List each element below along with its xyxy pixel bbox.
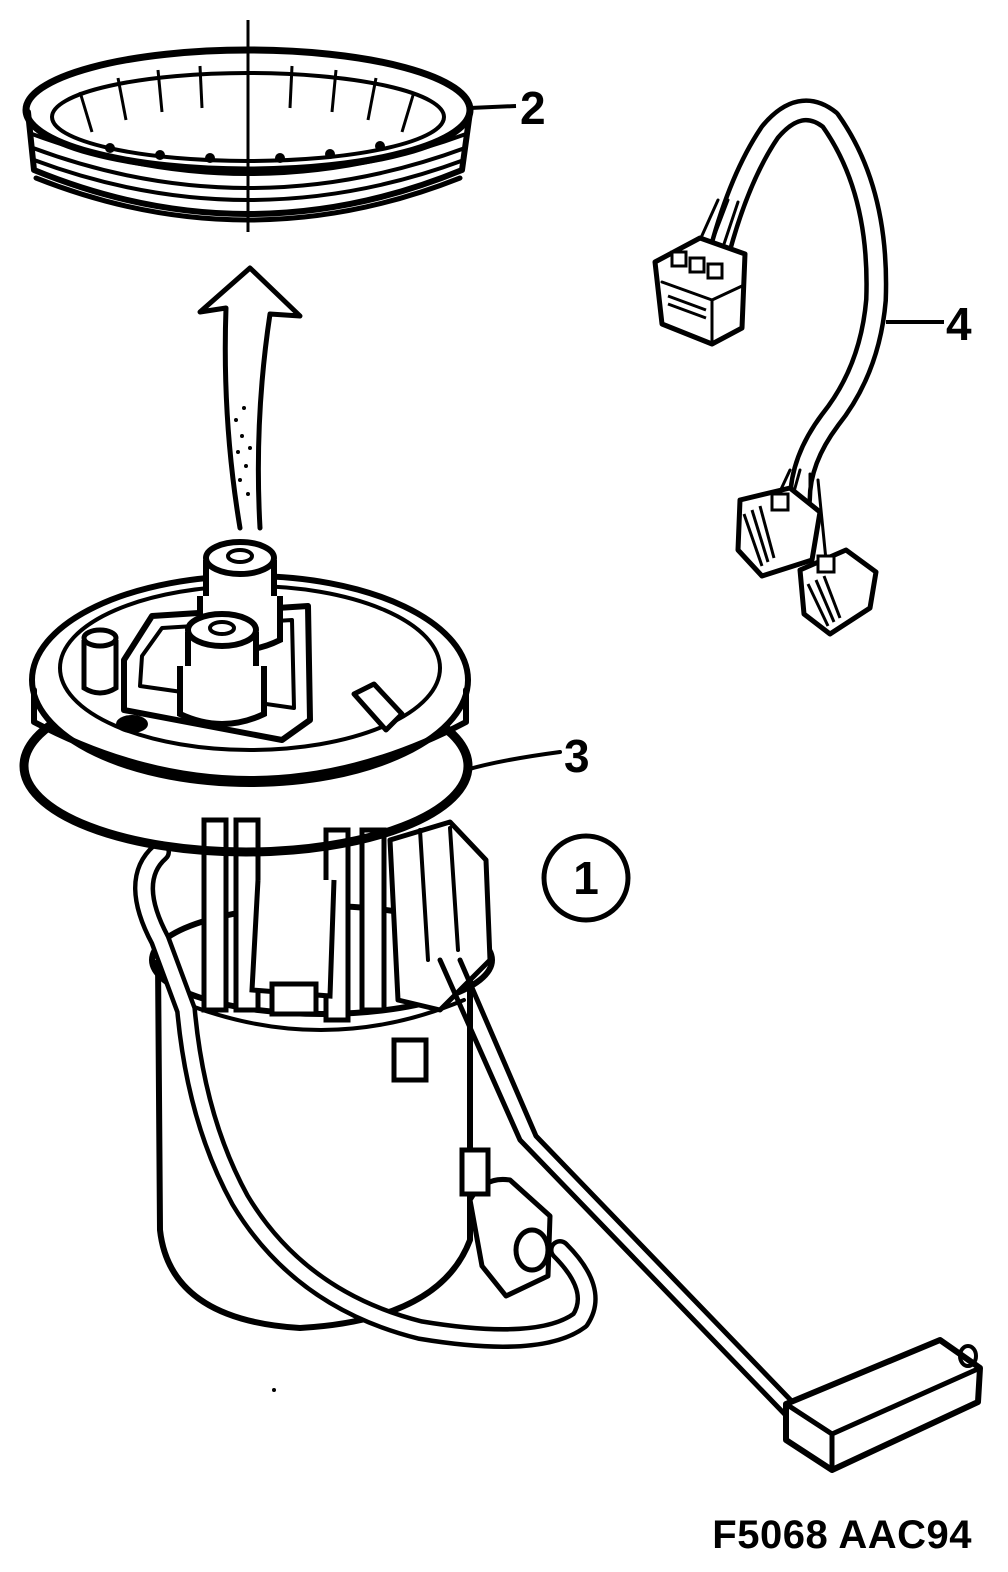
fuel-level-float — [783, 1337, 983, 1473]
callout-3: 3 — [564, 730, 590, 782]
callout-1: 1 — [573, 852, 599, 904]
removal-arrow — [197, 265, 303, 531]
callout-2: 2 — [520, 82, 546, 134]
flange-outlet-front — [177, 611, 267, 727]
callout-4: 4 — [946, 298, 972, 350]
callout-1-circle: 1 — [541, 833, 631, 923]
pump-flange — [19, 539, 473, 857]
wiring-harness — [652, 98, 889, 637]
locking-ring — [22, 20, 474, 232]
leader-lines — [464, 104, 944, 772]
fuel-pump-assembly — [133, 817, 983, 1473]
harness-connector-upper — [652, 235, 748, 347]
harness-connector-lower-right — [797, 547, 879, 637]
figure-code: F5068 AAC94 — [712, 1513, 972, 1557]
harness-connector-lower-left — [735, 485, 823, 579]
